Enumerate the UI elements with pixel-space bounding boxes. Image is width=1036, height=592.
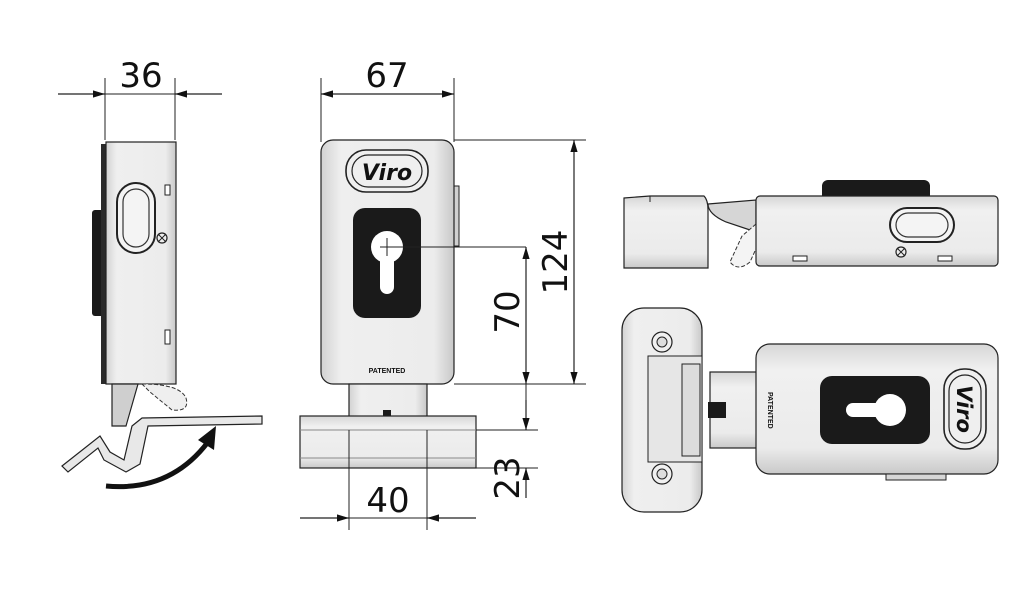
bottom-keyhole-icon: [846, 403, 894, 417]
dim-total-height: 124: [536, 230, 576, 295]
keyhole-icon: [380, 250, 394, 294]
dim-side-width: 36: [119, 56, 162, 96]
side-body: [105, 141, 177, 385]
patent-label: PATENTED: [369, 368, 406, 375]
rotation-arrow: [105, 440, 210, 490]
dim-keeper-width: 40: [366, 481, 409, 521]
strike-plate: [61, 415, 263, 473]
keeper-base: [299, 415, 477, 469]
side-view: 36: [58, 56, 263, 490]
top-body: [755, 195, 999, 267]
front-view: 67 Viro PATENTED 40: [299, 56, 586, 530]
brand-logo-rotated: Viro: [952, 385, 976, 433]
top-keeper-block: [623, 195, 709, 269]
side-slot: [116, 182, 156, 254]
brand-logo: Viro: [362, 161, 412, 186]
bottom-view: PATENTED Viro: [621, 307, 999, 513]
dim-front-width: 67: [365, 56, 408, 96]
dim-key-height: 70: [488, 290, 528, 333]
latch-bolt: [111, 383, 139, 427]
top-view: [623, 180, 999, 269]
dim-keeper-height: 23: [488, 456, 528, 499]
patent-label-rotated: PATENTED: [766, 392, 773, 429]
logo-badge: [345, 149, 429, 193]
